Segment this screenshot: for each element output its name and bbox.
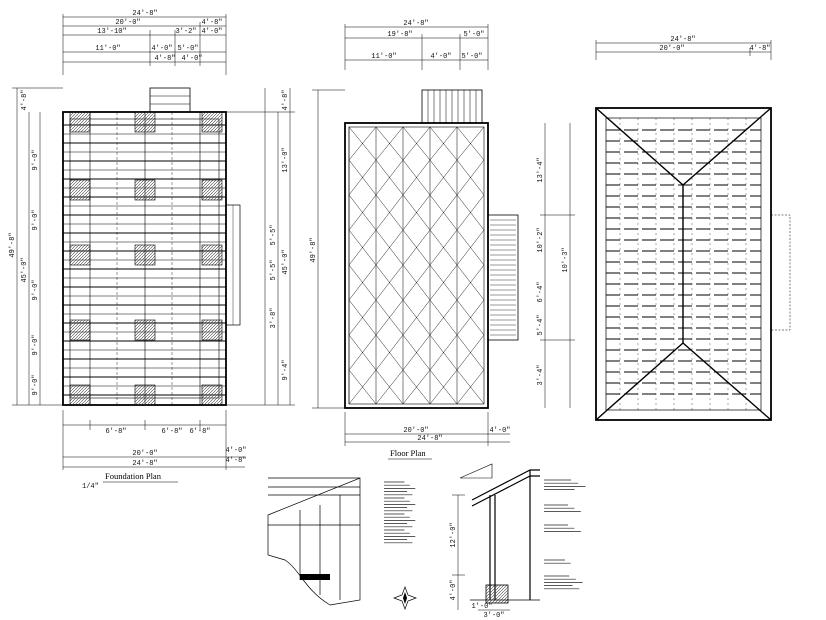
foundation-plan: 24'-8" 20'-0" 4'-8" 13'-10" 3'-2" 4'-0" … (9, 10, 295, 491)
dim-text: 4'-0" (450, 579, 458, 600)
dim-text: 5'-5" (270, 259, 278, 280)
dim-text: 4'-8" (154, 55, 175, 63)
dim-text: 24'-8" (132, 10, 157, 18)
dim-text: 4'-0" (430, 53, 451, 61)
dim-text: 9'-4" (282, 359, 290, 380)
north-arrow-icon (393, 586, 417, 610)
dim-text: 4'-0" (201, 28, 222, 36)
dim-text: 4'-0" (181, 55, 202, 63)
dim-text: 13'-0" (282, 147, 290, 172)
diagonal-bracing (348, 126, 485, 405)
dim-text: 9'-0" (32, 149, 40, 170)
dim-text: 3'-2" (175, 28, 196, 36)
dim-text: 4'-8" (201, 19, 222, 27)
dim-text: 5'-4" (537, 314, 545, 335)
dim-text: 4'-8" (225, 457, 246, 465)
roof-outline (595, 107, 772, 421)
dim-text: 19'-8" (387, 31, 412, 39)
dim-text: 5'-5" (270, 224, 278, 245)
pier-footing (134, 111, 156, 133)
dim-text: 4'-0" (489, 427, 510, 435)
dim-text: 3'-4" (537, 364, 545, 385)
pier-footing (69, 179, 91, 201)
wall-section-detail: 12'-0" 4'-0" 1'-0" 3'-0" (450, 463, 586, 620)
pier-footing (69, 384, 91, 406)
roof-rafters (606, 118, 761, 410)
dim-text: 5'-0" (177, 45, 198, 53)
dim-text: 10'-3" (562, 247, 570, 272)
dim-text: 3'-0" (483, 612, 504, 620)
pier-footing (134, 179, 156, 201)
pier-footing (201, 111, 223, 133)
pier-footing (69, 111, 91, 133)
dim-text: 24'-8" (417, 435, 442, 443)
dim-text: 24'-8" (132, 460, 157, 468)
floor-plan: 24'-8" 19'-8" 5'-0" 11'-0" 4'-0" 5'-0" 4… (310, 20, 575, 460)
dim-text: 5'-0" (461, 53, 482, 61)
dim-text: 13'-10" (97, 28, 126, 36)
dim-text: 9'-0" (32, 209, 40, 230)
dim-text: 45'-0" (21, 257, 29, 282)
pier-footing (201, 384, 223, 406)
dim-text: 20'-0" (403, 427, 428, 435)
dim-text: 10'-2" (537, 227, 545, 252)
dim-text: 20'-0" (132, 450, 157, 458)
pier-footing (134, 244, 156, 266)
foundation-plan-title: Foundation Plan (105, 471, 162, 481)
dim-text: 20'-0" (115, 19, 140, 27)
pier-footing (201, 179, 223, 201)
dim-text: 4'-0" (151, 45, 172, 53)
floor-plan-title: Floor Plan (390, 448, 426, 458)
dim-text: 45'-0" (282, 249, 290, 274)
dim-text: 4'-0" (225, 447, 246, 455)
dim-text: 6'-8" (189, 428, 210, 436)
dim-text: 4'-8" (749, 45, 770, 53)
dim-text: 6'-4" (537, 281, 545, 302)
dim-text: 6'-8" (161, 428, 182, 436)
pier-footing (134, 384, 156, 406)
dim-text: 4'-8" (21, 89, 29, 110)
dim-text: 3'-8" (270, 307, 278, 328)
pier-footings (69, 111, 223, 406)
ramp-right (487, 214, 519, 341)
pier-footing (201, 244, 223, 266)
dim-text: 49'-8" (9, 232, 17, 257)
pier-footing (69, 244, 91, 266)
dim-text: 1'-0" (471, 603, 492, 611)
site-section-detail (267, 477, 417, 610)
dim-text: 49'-8" (310, 237, 318, 262)
dim-text: 11'-0" (371, 53, 396, 61)
dim-text: 9'-0" (32, 374, 40, 395)
dim-text: 6'-8" (105, 428, 126, 436)
pier-footing (69, 319, 91, 341)
dim-text: 24'-8" (670, 36, 695, 44)
dim-text: 4'-8" (282, 89, 290, 110)
pier-footing (201, 319, 223, 341)
dim-text: 13'-4" (537, 157, 545, 182)
pier-footing (134, 319, 156, 341)
floor-outline (344, 122, 489, 409)
dim-text: 9'-0" (32, 334, 40, 355)
dim-text: 12'-0" (450, 522, 458, 547)
scale-note: 1/4" (82, 483, 99, 491)
dim-text: 9'-0" (32, 279, 40, 300)
dim-text: 5'-0" (463, 31, 484, 39)
dim-text: 11'-0" (95, 45, 120, 53)
dim-text: 24'-8" (403, 20, 428, 28)
dim-text: 20'-0" (659, 45, 684, 53)
roof-framing-plan: 24'-8" 20'-0" 4'-8" (595, 36, 791, 421)
